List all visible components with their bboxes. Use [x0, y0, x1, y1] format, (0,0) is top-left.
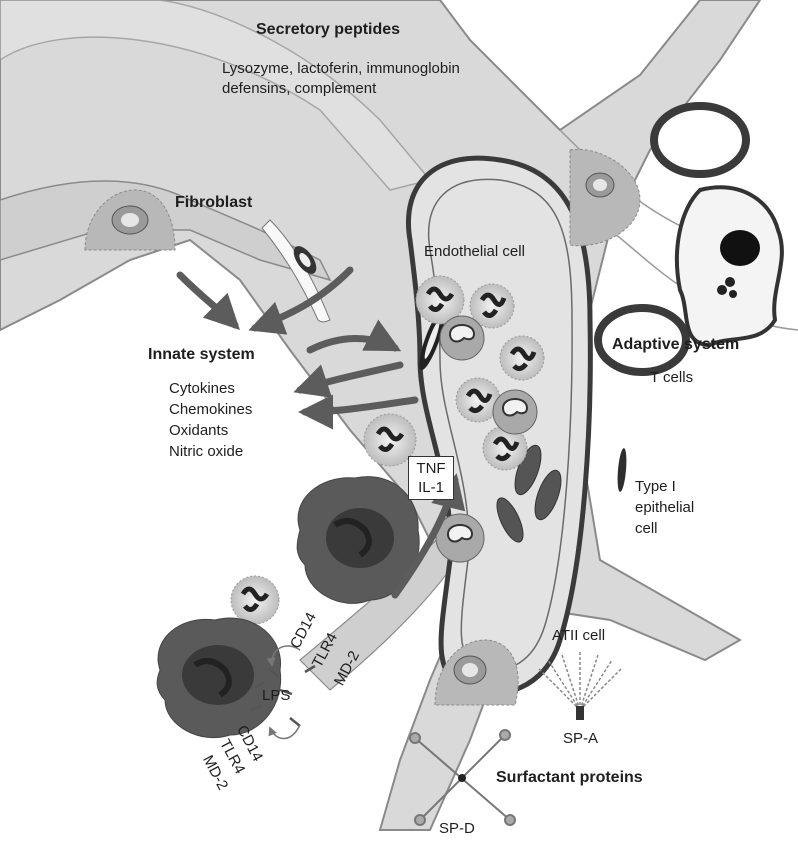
- endothelial-cell-label: Endothelial cell: [424, 242, 525, 261]
- innate-system-list: Cytokines Chemokines Oxidants Nitric oxi…: [169, 378, 252, 462]
- innate-item: Cytokines: [169, 378, 252, 399]
- sp-a-label: SP-A: [563, 729, 598, 748]
- tnf-il1-box: TNF IL-1: [408, 456, 454, 500]
- innate-item: Nitric oxide: [169, 441, 252, 462]
- tnf-label: TNF: [413, 459, 449, 478]
- type-i-line-2: epithelial: [635, 497, 694, 518]
- secretory-peptides-title: Secretory peptides: [256, 20, 400, 39]
- type-i-line-1: Type I: [635, 476, 694, 497]
- innate-item: Chemokines: [169, 399, 252, 420]
- t-cells-label: T cells: [650, 368, 693, 387]
- sp-d-label: SP-D: [439, 819, 475, 838]
- innate-item: Oxidants: [169, 420, 252, 441]
- lps-label: LPS: [262, 686, 290, 705]
- adaptive-system-title: Adaptive system: [612, 335, 739, 354]
- type-i-epithelial-label: Type I epithelial cell: [635, 476, 694, 539]
- secretory-line-2: defensins, complement: [222, 79, 376, 98]
- lps-arrow-lower: [270, 725, 300, 739]
- fibroblast-label: Fibroblast: [175, 193, 252, 212]
- atii-cell-label: ATII cell: [552, 626, 605, 645]
- surfactant-proteins-title: Surfactant proteins: [496, 768, 643, 787]
- type-i-line-3: cell: [635, 518, 694, 539]
- il1-label: IL-1: [413, 478, 449, 497]
- innate-system-title: Innate system: [148, 345, 255, 364]
- secretory-line-1: Lysozyme, lactoferin, immunoglobin: [222, 59, 460, 78]
